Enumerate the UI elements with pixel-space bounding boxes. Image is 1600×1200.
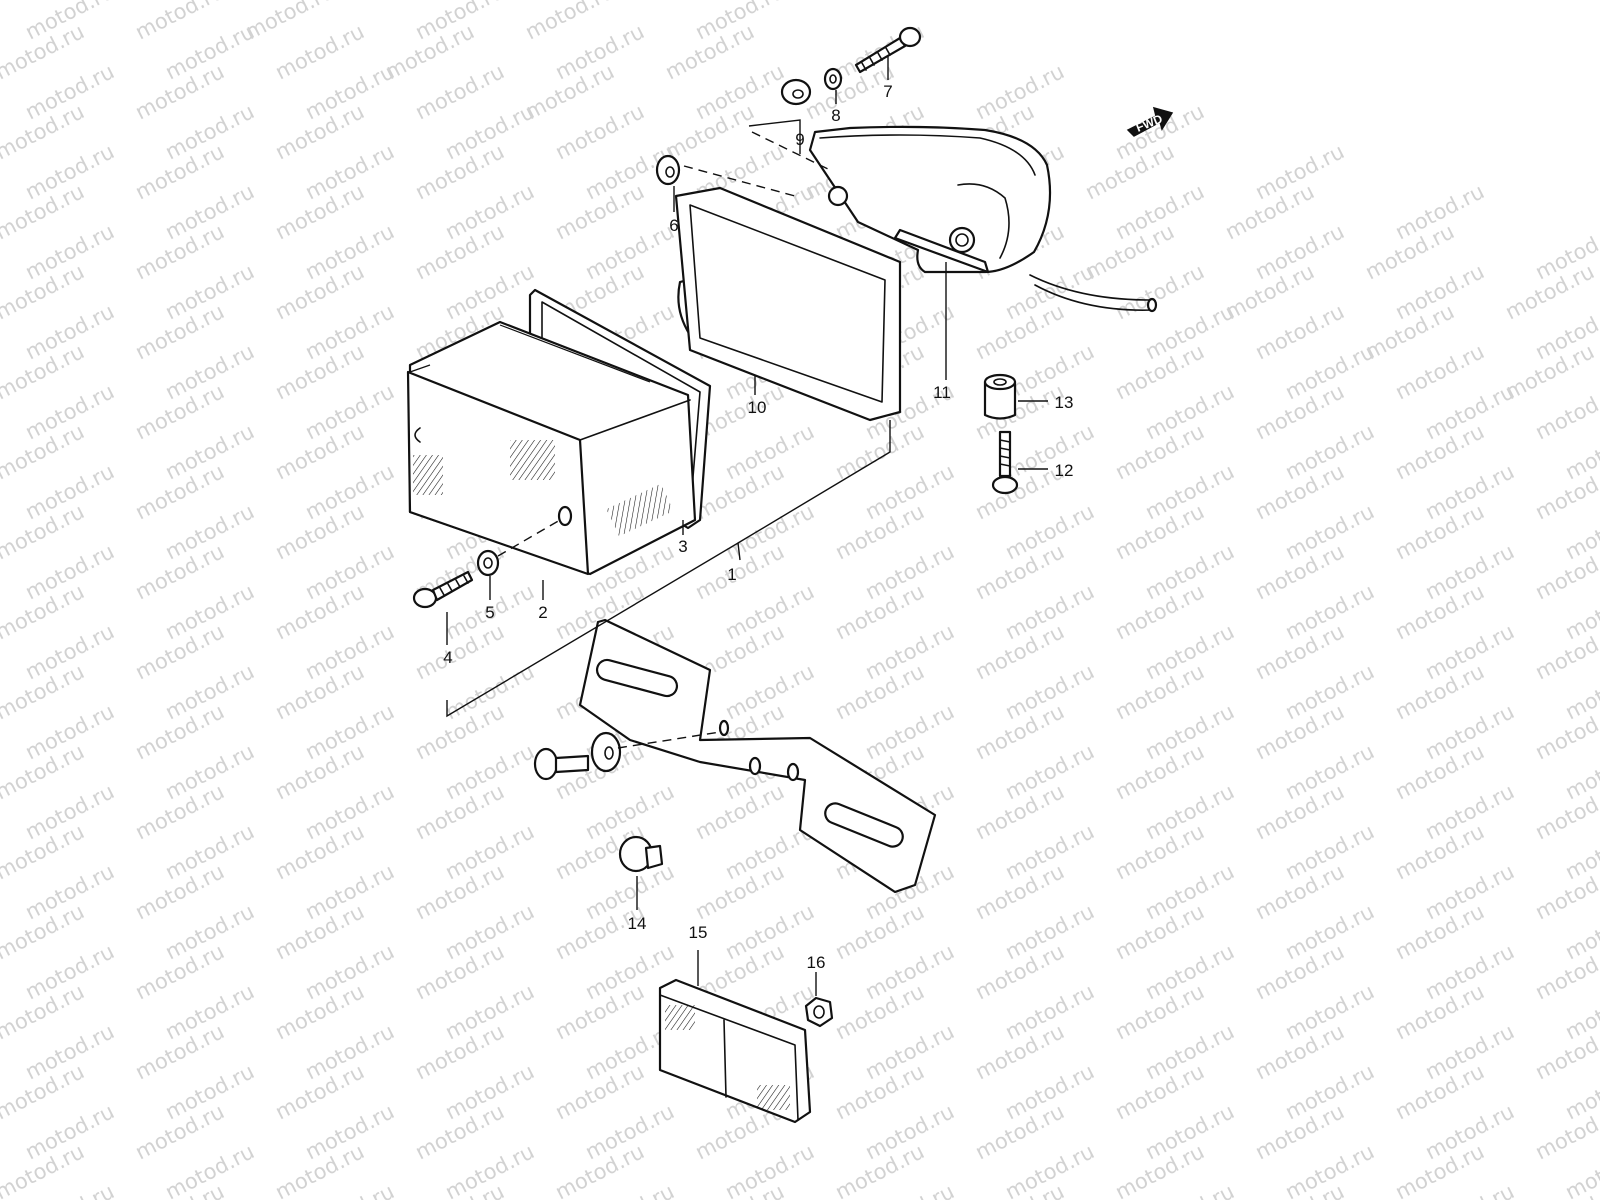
callout-15: 15 bbox=[689, 923, 708, 942]
callout-labels: 1 2 3 4 5 6 7 8 9 10 11 12 13 14 15 16 bbox=[443, 82, 1073, 972]
part-nut-16 bbox=[804, 996, 834, 1028]
forward-arrow-icon bbox=[1126, 106, 1174, 137]
part-bolt-12 bbox=[991, 430, 1019, 495]
part-washer-8 bbox=[823, 67, 843, 91]
callout-4: 4 bbox=[443, 648, 452, 667]
callout-8: 8 bbox=[831, 106, 840, 125]
callout-12: 12 bbox=[1055, 461, 1074, 480]
watermark-text: motod.ru bbox=[551, 99, 648, 164]
callout-13: 13 bbox=[1055, 393, 1074, 412]
callout-16: 16 bbox=[807, 953, 826, 972]
callout-6: 6 bbox=[669, 216, 678, 235]
part-screw-7 bbox=[854, 26, 922, 74]
part-washer-5 bbox=[476, 549, 500, 577]
callout-3: 3 bbox=[678, 537, 687, 556]
callout-7: 7 bbox=[883, 82, 892, 101]
part-screw-4 bbox=[412, 570, 474, 609]
watermark-text: motod.ru bbox=[1391, 339, 1488, 404]
callout-11: 11 bbox=[933, 383, 951, 402]
watermark-text: motod.ru bbox=[1251, 299, 1348, 364]
part-spacer-13 bbox=[983, 373, 1017, 420]
callout-2: 2 bbox=[538, 603, 547, 622]
part-housing-11 bbox=[808, 125, 1158, 313]
license-bracket bbox=[578, 618, 937, 894]
watermark-text: motod.ru bbox=[1111, 259, 1208, 324]
assembly-lines bbox=[497, 131, 831, 749]
part-grommet-6 bbox=[655, 154, 681, 186]
watermark-text: motod.ru bbox=[271, 19, 368, 84]
part-lens-2 bbox=[406, 186, 902, 576]
callout-1: 1 bbox=[727, 565, 736, 584]
callout-9: 9 bbox=[795, 130, 804, 149]
callout-5: 5 bbox=[485, 603, 494, 622]
watermark-text: motod.ru bbox=[411, 59, 508, 124]
leader-lines bbox=[446, 56, 1048, 996]
bracket-bolt bbox=[533, 731, 622, 781]
callout-10: 10 bbox=[748, 398, 767, 417]
part-washer-9 bbox=[780, 78, 812, 106]
part-clip-14 bbox=[618, 835, 664, 873]
callout-14: 14 bbox=[628, 914, 647, 933]
part-reflector-15 bbox=[658, 978, 812, 1124]
